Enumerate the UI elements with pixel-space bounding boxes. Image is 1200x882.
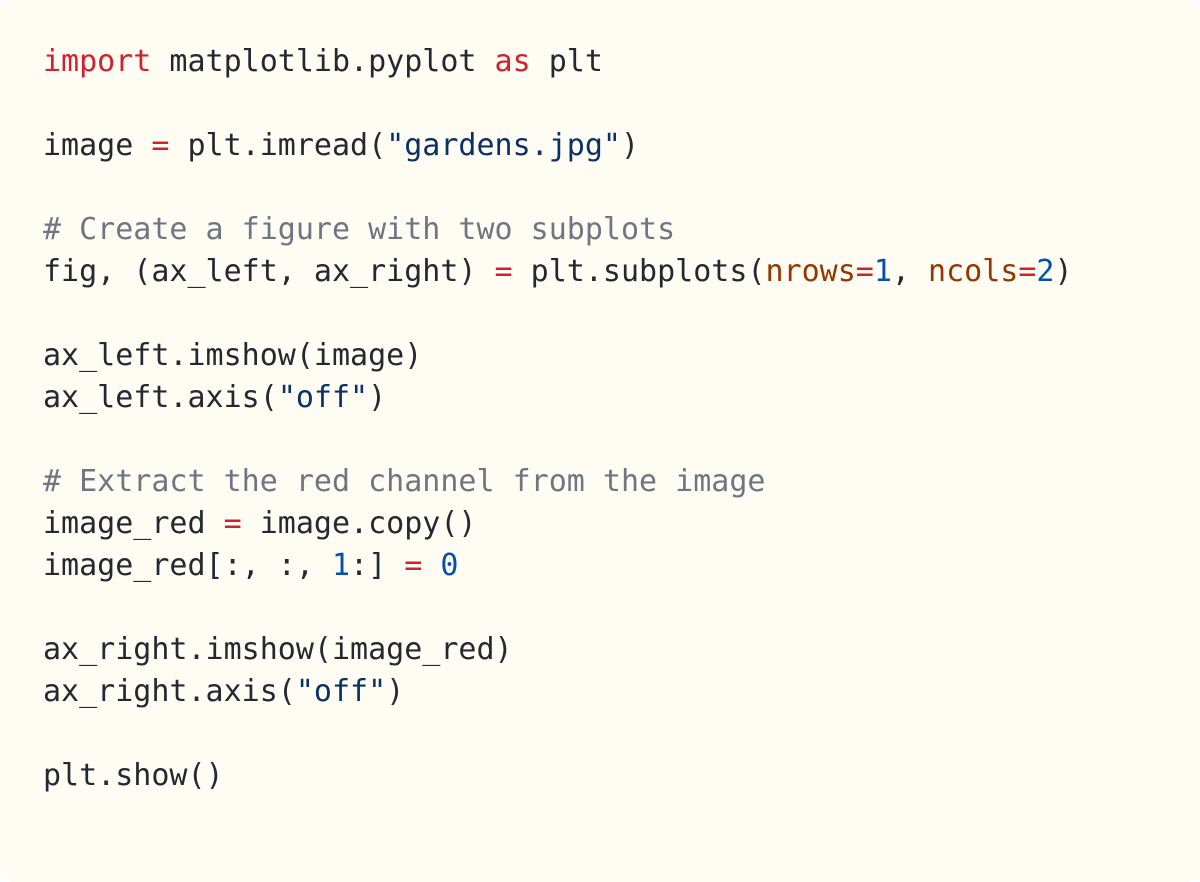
code-token-plain: ax_right.axis( xyxy=(43,674,296,709)
code-token-plain: image_red[:, :, xyxy=(43,548,332,583)
code-line xyxy=(43,713,1200,755)
code-token-plain: plt.show() xyxy=(43,758,224,793)
code-line: # Create a figure with two subplots xyxy=(43,209,1200,251)
code-token-string: "off" xyxy=(295,674,387,709)
code-token-plain xyxy=(422,548,440,583)
code-token-plain: image.copy() xyxy=(241,506,477,541)
code-line: image_red = image.copy() xyxy=(43,503,1200,545)
code-line: ax_left.imshow(image) xyxy=(43,335,1200,377)
code-token-number: 1 xyxy=(873,254,892,289)
code-token-plain: image xyxy=(43,128,152,163)
code-token-string: "gardens.jpg" xyxy=(386,128,621,163)
code-token-plain: plt xyxy=(530,44,603,79)
code-token-plain: ) xyxy=(368,380,387,415)
code-token-operator: = xyxy=(404,548,423,583)
code-line: image = plt.imread("gardens.jpg") xyxy=(43,125,1200,167)
code-token-operator: = xyxy=(223,506,242,541)
code-line xyxy=(43,293,1200,335)
code-token-keyword: as xyxy=(494,44,531,79)
code-lines: import matplotlib.pyplot as plt image = p… xyxy=(43,41,1200,797)
code-token-plain: ) xyxy=(621,128,640,163)
code-token-plain: plt.subplots( xyxy=(512,254,766,289)
code-token-plain: fig, (ax_left, ax_right) xyxy=(43,254,495,289)
code-token-string: "off" xyxy=(277,380,369,415)
code-token-plain: plt.imread( xyxy=(169,128,387,163)
code-line: ax_right.axis("off") xyxy=(43,671,1200,713)
code-token-param: ncols xyxy=(928,254,1019,289)
code-token-number: 1 xyxy=(331,548,351,583)
code-token-keyword: import xyxy=(43,44,152,79)
code-token-plain: :] xyxy=(350,548,405,583)
code-line: import matplotlib.pyplot as plt xyxy=(43,41,1200,83)
code-token-operator: = xyxy=(151,128,170,163)
code-token-plain: matplotlib.pyplot xyxy=(151,44,495,79)
code-line: image_red[:, :, 1:] = 0 xyxy=(43,545,1200,587)
code-line xyxy=(43,167,1200,209)
code-line: plt.show() xyxy=(43,755,1200,797)
code-token-number: 2 xyxy=(1036,254,1055,289)
code-token-operator: = xyxy=(494,254,513,289)
code-token-number: 0 xyxy=(440,548,459,583)
code-line xyxy=(43,83,1200,125)
code-token-plain: ) xyxy=(1054,254,1073,289)
code-token-plain: image_red xyxy=(43,506,224,541)
code-line: fig, (ax_left, ax_right) = plt.subplots(… xyxy=(43,251,1200,293)
code-token-operator: = xyxy=(855,254,874,289)
code-line: ax_right.imshow(image_red) xyxy=(43,629,1200,671)
code-token-comment: # Create a figure with two subplots xyxy=(43,212,676,247)
code-token-plain: ) xyxy=(386,674,405,709)
code-token-plain: ax_right.imshow(image_red) xyxy=(43,632,513,667)
code-token-param: nrows xyxy=(765,254,856,289)
code-token-plain: , xyxy=(891,254,929,289)
code-line: ax_left.axis("off") xyxy=(43,377,1200,419)
code-token-plain: ax_left.axis( xyxy=(43,380,278,415)
code-token-plain: ax_left.imshow(image) xyxy=(43,338,423,373)
code-line xyxy=(43,419,1200,461)
code-line xyxy=(43,587,1200,629)
code-token-operator: = xyxy=(1018,254,1037,289)
code-line: # Extract the red channel from the image xyxy=(43,461,1200,503)
code-token-comment: # Extract the red channel from the image xyxy=(43,464,766,499)
